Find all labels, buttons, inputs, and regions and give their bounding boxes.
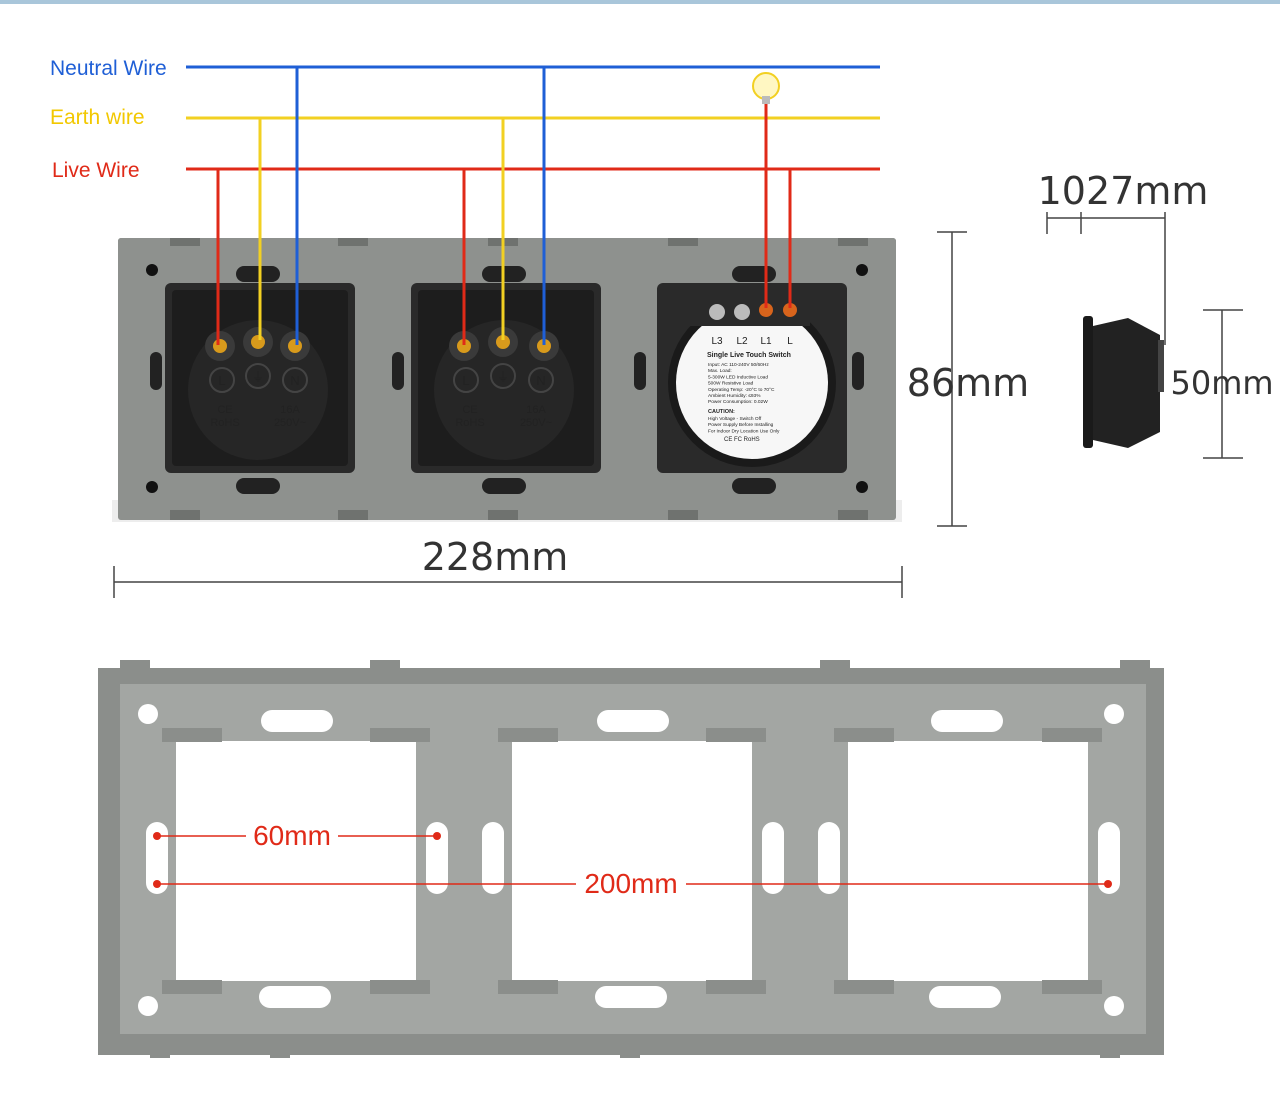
socket-left-pin-earth: ⏚ <box>252 370 264 384</box>
switch-spec-line: Max. Load: <box>708 368 732 374</box>
depth-dimension <box>1046 212 1166 345</box>
width-dimension-label: 228mm <box>422 535 569 579</box>
socket-middle-ce: CE <box>462 404 477 416</box>
socket-left-rating-a: 16A <box>280 404 300 416</box>
switch-terminal-label: L3 <box>711 336 723 347</box>
side-profile <box>1083 316 1164 448</box>
socket-module-left: L ⏚ N CE RoHS 16A 250V~ <box>165 283 355 473</box>
switch-caution-line: For Indoor Dry Location Use Only <box>708 428 780 434</box>
switch-title: Single Live Touch Switch <box>707 352 791 359</box>
socket-left-rating-v: 250V~ <box>274 417 306 429</box>
switch-terminal-label: L1 <box>760 336 772 347</box>
socket-middle-pin-earth: ⏚ <box>497 370 509 384</box>
mount-spacing-200-label: 200mm <box>584 868 677 899</box>
switch-spec-line: 5-300W LED Inductive Load <box>708 374 768 380</box>
socket-middle-rohs: RoHS <box>455 417 484 429</box>
switch-spec-line: 500W Resistive Load <box>708 381 754 387</box>
socket-left-pin-l: L <box>218 373 225 388</box>
earth-wire-label: Earth wire <box>50 106 145 129</box>
socket-middle-rating-a: 16A <box>526 404 546 416</box>
light-bulb-icon <box>752 72 780 104</box>
switch-terminal-label: L <box>787 336 793 347</box>
socket-left-rohs: RoHS <box>210 417 239 429</box>
switch-spec-line: Ambient Humidity: ≤93% <box>708 393 761 399</box>
socket-left-pin-n: N <box>290 373 299 388</box>
switch-caution-title: CAUTION: <box>708 409 735 415</box>
switch-caution-line: High Voltage - Switch Off <box>708 416 762 422</box>
inner-depth-dimension-label: 50mm <box>1170 364 1273 402</box>
height-dimension-label: 86mm <box>907 361 1029 405</box>
depth-dimension-label: 1027mm <box>1038 169 1209 213</box>
mount-spacing-60 <box>153 832 441 840</box>
height-dimension <box>937 231 967 527</box>
switch-certs: CE FC RoHS <box>724 437 760 443</box>
drop-wires <box>216 67 792 345</box>
width-dimension <box>113 566 903 598</box>
live-wire-label: Live Wire <box>52 159 140 182</box>
inner-depth-dimension <box>1203 309 1243 459</box>
switch-spec-line: Operating Temp: -20°C to 70°C <box>708 387 775 393</box>
mounting-frame <box>98 660 1164 1058</box>
neutral-wire-label: Neutral Wire <box>50 57 167 80</box>
socket-left-ce: CE <box>217 404 232 416</box>
socket-middle-rating-v: 250V~ <box>520 417 552 429</box>
switch-terminal-label: L2 <box>736 336 748 347</box>
mount-spacing-200 <box>153 880 1112 888</box>
switch-spec-line: Input: AC 110-240V 50/60Hz <box>708 362 769 368</box>
top-accent-bar <box>0 0 1280 4</box>
socket-module-middle: L ⏚ N CE RoHS 16A 250V~ <box>411 283 601 473</box>
mount-spacing-60-label: 60mm <box>253 820 331 851</box>
switch-caution-line: Power Supply Before Installing <box>708 422 774 428</box>
touch-switch-module: L3 L2 L1 L Single Live Touch Switch Input: … <box>657 283 847 473</box>
socket-middle-pin-n: N <box>536 373 545 388</box>
socket-middle-pin-l: L <box>462 373 469 388</box>
switch-spec-line: Power Consumption: 0.02W <box>708 399 768 405</box>
